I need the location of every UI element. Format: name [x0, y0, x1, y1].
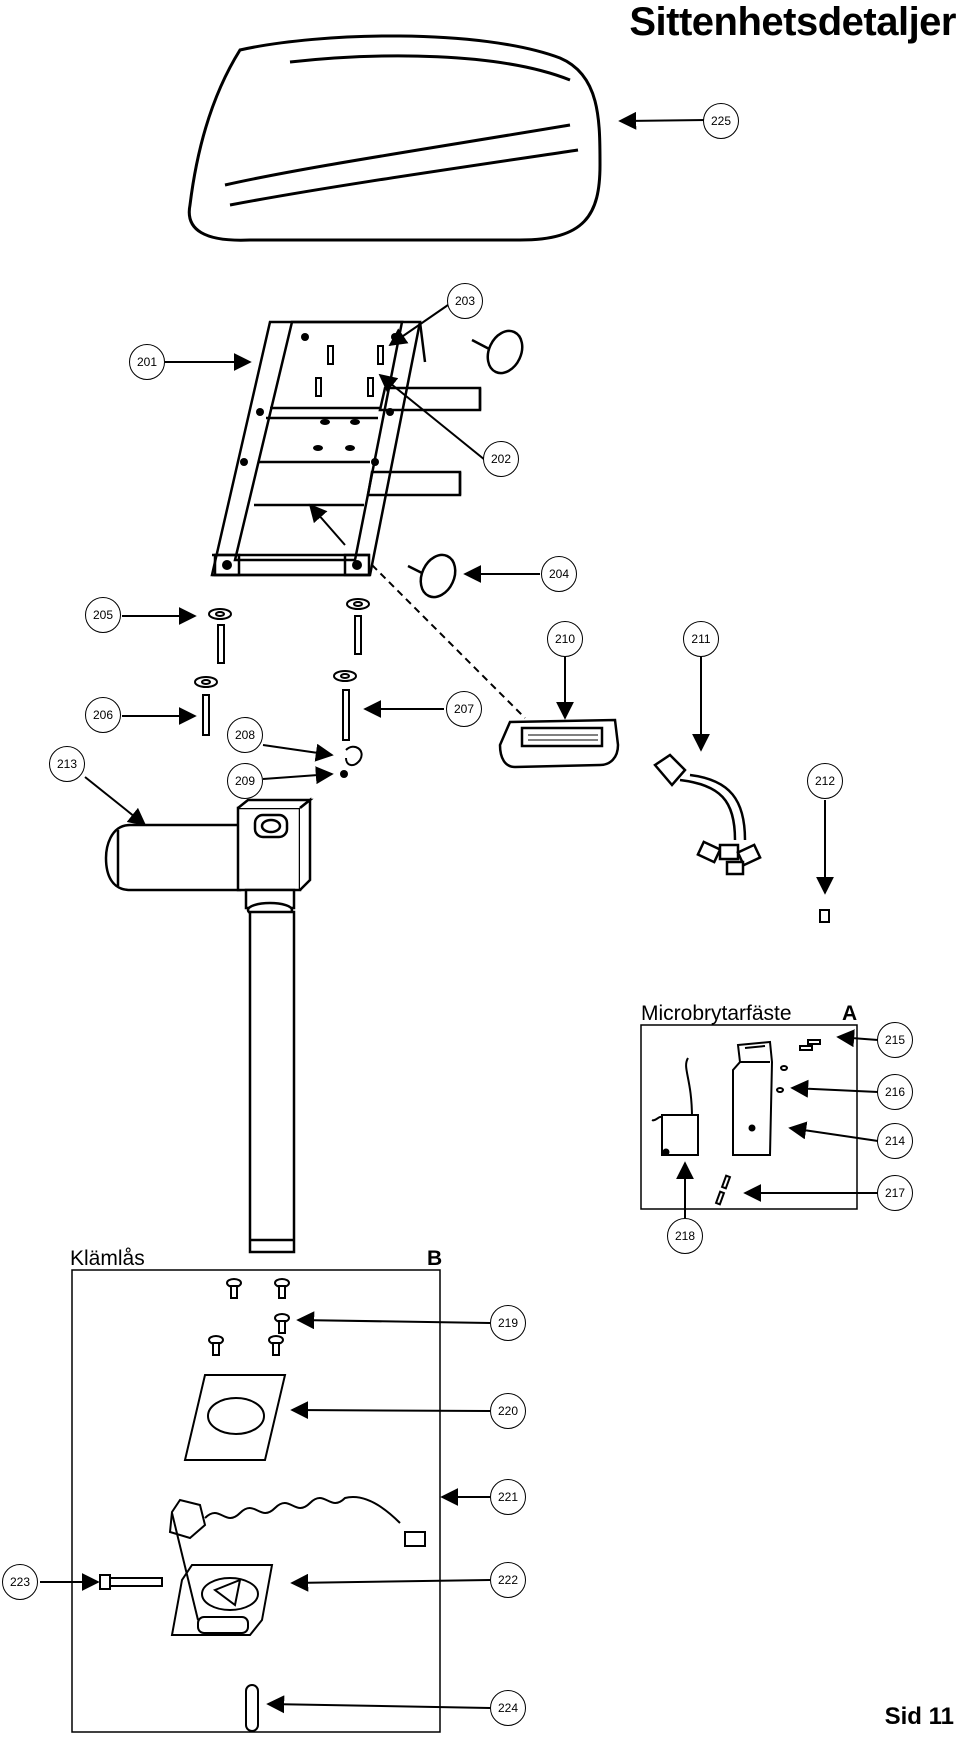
seat-cushion [187, 34, 602, 242]
microswitch-bracket [651, 1039, 821, 1206]
box-b-frame [71, 1269, 441, 1733]
knob-upper [471, 329, 524, 375]
callout-204: 204 [541, 556, 577, 592]
callout-202: 202 [483, 441, 519, 477]
callout-223: 223 [2, 1564, 38, 1600]
callout-209: 209 [227, 763, 263, 799]
box-b-letter: B [427, 1247, 443, 1270]
dashed-guide [371, 564, 526, 719]
callout-220: 220 [490, 1393, 526, 1429]
callout-224: 224 [490, 1690, 526, 1726]
callout-201: 201 [129, 344, 165, 380]
callout-222: 222 [490, 1562, 526, 1598]
callout-208: 208 [227, 717, 263, 753]
washers-and-bolts [194, 598, 370, 766]
callout-206: 206 [85, 697, 121, 733]
callout-205: 205 [85, 597, 121, 633]
callout-211: 211 [683, 621, 719, 657]
callout-219: 219 [490, 1305, 526, 1341]
callout-221: 221 [490, 1479, 526, 1515]
leader-arrows [40, 111, 879, 1714]
callout-210: 210 [547, 621, 583, 657]
actuator [104, 797, 314, 1254]
box-b-title: Klämlås [70, 1247, 145, 1270]
cable-harness [653, 753, 762, 876]
callout-225: 225 [703, 103, 739, 139]
page-number: Sid 11 [884, 1703, 954, 1730]
callout-212: 212 [807, 763, 843, 799]
knob-lower [407, 553, 457, 599]
small-connector [819, 909, 830, 923]
control-box [498, 718, 620, 769]
box-a-frame [640, 1024, 858, 1210]
box-a-letter: A [842, 1002, 858, 1025]
callout-218: 218 [667, 1218, 703, 1254]
frame-bolts [315, 345, 384, 397]
callout-216: 216 [877, 1074, 913, 1110]
clamp-lock-parts [99, 1278, 426, 1732]
nut-209 [340, 770, 348, 778]
callout-207: 207 [446, 691, 482, 727]
callout-213: 213 [49, 746, 85, 782]
callout-215: 215 [877, 1022, 913, 1058]
callout-203: 203 [447, 283, 483, 319]
callout-217: 217 [877, 1175, 913, 1211]
frame-holes [222, 333, 399, 570]
callout-214: 214 [877, 1123, 913, 1159]
box-a-title: Microbrytarfäste [641, 1002, 792, 1025]
page-title: Sittenhetsdetaljer [629, 0, 956, 44]
